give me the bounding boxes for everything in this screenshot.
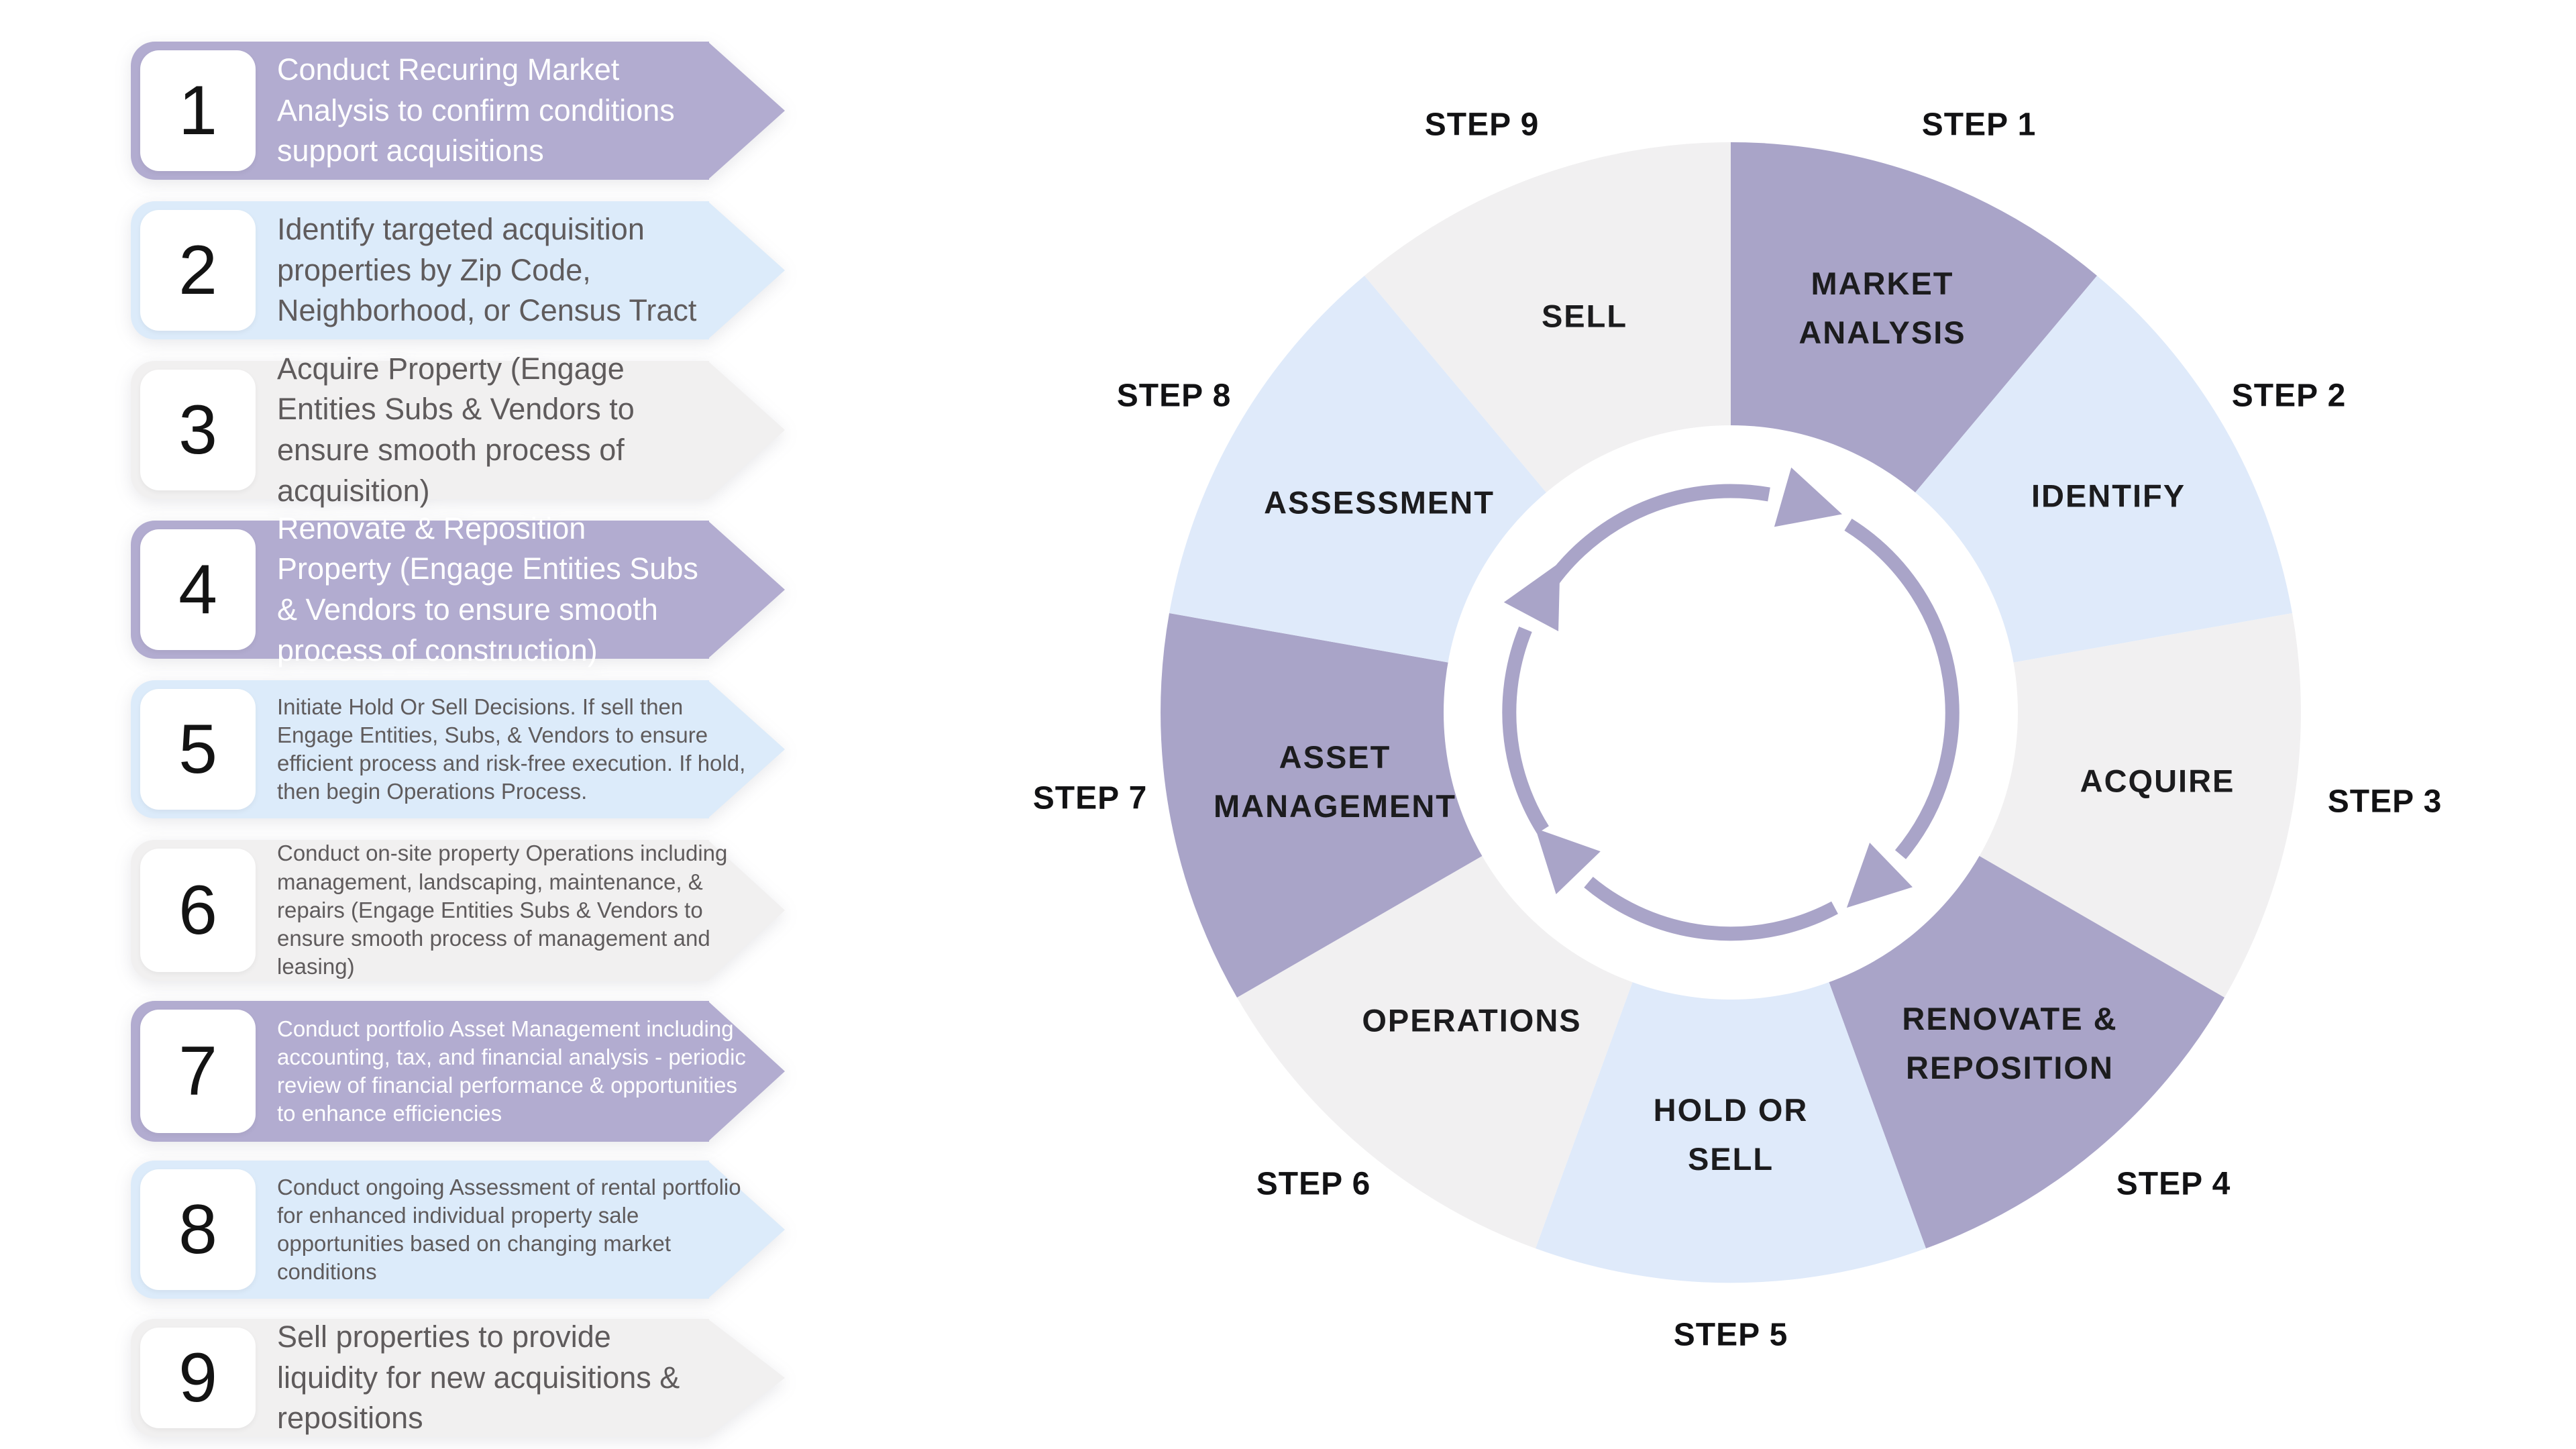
step-number-box: 3 xyxy=(140,370,256,490)
wheel-center xyxy=(1444,425,2018,1000)
step-number: 8 xyxy=(178,1191,217,1269)
wheel-label-operations: OPERATIONS xyxy=(1362,1002,1582,1038)
wheel-step-label-3: STEP 3 xyxy=(2327,784,2443,820)
step-banner-1: 1 Conduct Recuring Market Analysis to co… xyxy=(131,42,785,180)
wheel-step-label-4: STEP 4 xyxy=(2116,1166,2231,1202)
step-number-box: 5 xyxy=(140,689,256,810)
wheel-label-asset-management: ASSET MANAGEMENT xyxy=(1213,739,1457,824)
step-number: 1 xyxy=(178,72,217,150)
wheel-step-label-6: STEP 6 xyxy=(1256,1166,1371,1202)
cycle-arrowhead-icon xyxy=(1503,562,1560,631)
wheel-label-market-analysis: MARKET ANALYSIS xyxy=(1799,266,1966,350)
step-text: Sell properties to provide liquidity for… xyxy=(277,1319,680,1436)
step-number-box: 1 xyxy=(140,50,256,171)
step-number-box: 4 xyxy=(140,529,256,650)
step-text: Identify targeted acquisition properties… xyxy=(277,211,697,328)
wheel-step-label-5: STEP 5 xyxy=(1673,1317,1788,1353)
cycle-arc xyxy=(1532,484,1770,606)
step-banner-6: 6 Conduct on-site property Operations in… xyxy=(131,840,785,981)
cycle-arrowhead-icon xyxy=(1846,843,1913,908)
step-number: 2 xyxy=(178,231,217,309)
step-number-box: 6 xyxy=(140,849,256,972)
step-text: Conduct portfolio Asset Management inclu… xyxy=(277,1016,746,1126)
cycle-arc xyxy=(1584,876,1838,941)
step-banner-9: 9 Sell properties to provide liquidity f… xyxy=(131,1319,785,1437)
wheel-step-label-9: STEP 9 xyxy=(1424,107,1540,143)
step-number-box: 2 xyxy=(140,210,256,331)
step-banner-7: 7 Conduct portfolio Asset Management inc… xyxy=(131,1001,785,1142)
cycle-arrowhead-icon xyxy=(1774,467,1842,527)
step-banner-3: 3 Acquire Property (Engage Entities Subs… xyxy=(131,352,785,508)
wheel-label-sell: SELL xyxy=(1541,298,1628,334)
step-banner-4: 4 Renovate & Reposition Property (Engage… xyxy=(131,511,785,667)
wheel-label-identify: IDENTIFY xyxy=(2031,478,2186,514)
step-number-box: 9 xyxy=(140,1328,256,1428)
step-number: 6 xyxy=(178,871,217,949)
wheel-step-label-2: STEP 2 xyxy=(2231,378,2347,414)
step-number-box: 7 xyxy=(140,1010,256,1133)
cycle-arrowhead-icon xyxy=(1535,828,1601,895)
cycle-arc xyxy=(1844,519,1960,859)
step-text: Conduct on-site property Operations incl… xyxy=(277,841,728,979)
step-banner-8: 8 Conduct ongoing Assessment of rental p… xyxy=(131,1161,785,1299)
wheel-step-label-1: STEP 1 xyxy=(1921,107,2037,143)
step-banner-2: 2 Identify targeted acquisition properti… xyxy=(131,201,785,339)
wheel-label-renovate-reposition: RENOVATE & REPOSITION xyxy=(1902,1001,2118,1085)
step-text: Conduct ongoing Assessment of rental por… xyxy=(277,1174,741,1285)
step-banner-5: 5 Initiate Hold Or Sell Decisions. If se… xyxy=(131,680,785,818)
step-number: 5 xyxy=(178,710,217,788)
step-number: 7 xyxy=(178,1032,217,1110)
wheel-label-hold-or-sell: HOLD OR SELL xyxy=(1653,1092,1809,1177)
wheel-label-assessment: ASSESSMENT xyxy=(1264,484,1495,521)
cycle-arrows-icon xyxy=(1502,467,1960,941)
step-text: Conduct Recuring Market Analysis to conf… xyxy=(277,52,675,168)
step-number: 3 xyxy=(178,391,217,469)
wheel-step-label-8: STEP 8 xyxy=(1116,378,1232,414)
wheel-step-label-7: STEP 7 xyxy=(1032,780,1148,816)
cycle-arc xyxy=(1502,627,1549,834)
wheel-label-acquire: ACQUIRE xyxy=(2080,763,2235,799)
step-number: 9 xyxy=(178,1339,217,1417)
step-number: 4 xyxy=(178,551,217,629)
step-number-box: 8 xyxy=(140,1169,256,1290)
step-text: Initiate Hold Or Sell Decisions. If sell… xyxy=(277,694,746,804)
